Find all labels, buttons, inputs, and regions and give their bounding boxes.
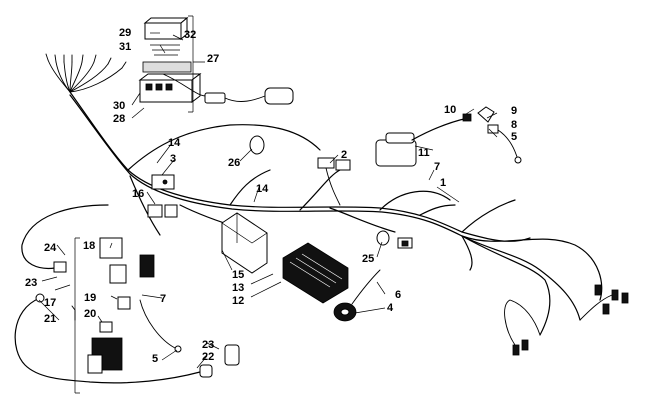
callout-28: 28 xyxy=(113,113,125,125)
callout-31: 31 xyxy=(119,41,131,53)
callout-7-left: 7 xyxy=(160,293,166,305)
connector-6 xyxy=(397,237,413,249)
callout-13: 13 xyxy=(232,282,244,294)
leader-lines xyxy=(38,32,498,369)
assembly-bracket xyxy=(74,237,80,394)
battery-cables xyxy=(14,204,240,384)
callout-3: 3 xyxy=(170,153,176,165)
main-harness xyxy=(69,91,603,336)
callout-19: 19 xyxy=(84,292,96,304)
grommet-25 xyxy=(376,230,390,246)
ignition-coil xyxy=(375,106,522,167)
connector-2 xyxy=(317,157,351,206)
callout-29: 29 xyxy=(119,27,131,39)
voltage-regulator xyxy=(282,242,349,304)
callout-1: 1 xyxy=(440,177,446,189)
control-module xyxy=(221,212,268,274)
right-pigtails xyxy=(504,284,629,356)
callout-11: 11 xyxy=(418,147,430,159)
callout-5-right: 5 xyxy=(511,131,517,143)
fuse-box-assembly xyxy=(138,15,211,113)
callout-25: 25 xyxy=(362,253,374,265)
callout-14-top: 14 xyxy=(168,137,181,149)
solenoid-assembly xyxy=(87,237,182,374)
callout-26: 26 xyxy=(228,157,240,169)
fuse-19 xyxy=(117,296,131,310)
callout-6: 6 xyxy=(395,289,401,301)
callout-7-right: 7 xyxy=(434,161,440,173)
callout-8: 8 xyxy=(511,119,517,131)
light-connector xyxy=(204,87,294,105)
callout-16: 16 xyxy=(132,188,144,200)
callout-14-mid: 14 xyxy=(256,183,269,195)
callout-labels: 1 2 3 4 5 5 6 7 7 8 9 10 11 12 13 14 14 … xyxy=(25,27,517,365)
callout-10: 10 xyxy=(444,104,456,116)
relay-18 xyxy=(99,237,123,259)
callout-9: 9 xyxy=(511,105,517,117)
callout-2: 2 xyxy=(341,149,347,161)
callout-23-right: 23 xyxy=(202,339,214,351)
switch-4 xyxy=(333,269,381,322)
clamp-26 xyxy=(249,135,265,155)
callout-4: 4 xyxy=(387,302,394,314)
connector-fan xyxy=(45,53,127,93)
spark-plug-boot xyxy=(477,106,495,123)
callout-5-left: 5 xyxy=(152,353,158,365)
callout-20: 20 xyxy=(84,308,96,320)
callout-12: 12 xyxy=(232,295,244,307)
callout-24: 24 xyxy=(44,242,57,254)
fuse-strip xyxy=(142,61,192,73)
callout-27: 27 xyxy=(207,53,219,65)
callout-30: 30 xyxy=(113,100,125,112)
callout-32: 32 xyxy=(184,29,196,41)
connector-16 xyxy=(147,204,178,218)
callout-23-left: 23 xyxy=(25,277,37,289)
fuse-block xyxy=(139,79,193,103)
callout-18: 18 xyxy=(83,240,95,252)
callout-15: 15 xyxy=(232,269,244,281)
callout-21: 21 xyxy=(44,313,56,325)
callout-22: 22 xyxy=(202,351,214,363)
callout-17: 17 xyxy=(44,297,56,309)
connector-3 xyxy=(151,174,175,190)
